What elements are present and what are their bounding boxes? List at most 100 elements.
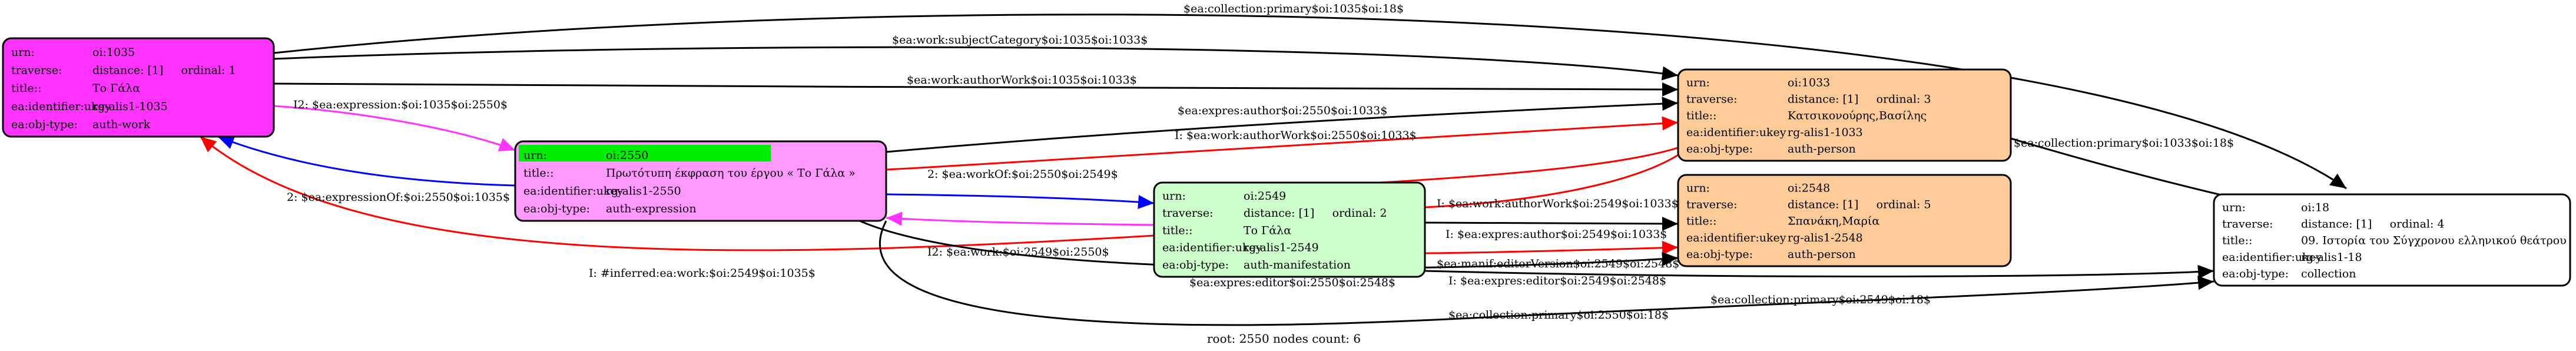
node-field-value: distance: [1] ordinal: 3 xyxy=(1788,93,1931,106)
node-field-value: distance: [1] ordinal: 4 xyxy=(2301,218,2445,231)
edge-2549-1035-inferred xyxy=(200,135,1155,251)
edge-label: $ea:work:subjectCategory$oi:1035$oi:1033… xyxy=(892,34,1148,47)
node-box xyxy=(1677,68,2012,162)
node-field-key: urn: xyxy=(11,46,35,59)
edge-label: I2: $ea:expression:$oi:1035$oi:2550$ xyxy=(293,98,508,111)
node-field-value: collection xyxy=(2301,267,2356,280)
node-field-value: oi:1033 xyxy=(1788,76,1830,89)
edge-label: $ea:expres:editor$oi:2550$oi:2548$ xyxy=(1189,276,1395,289)
node-field-value: Κατσικονούρης,Βασίλης xyxy=(1788,110,1927,122)
edge-label: $ea:expres:author$oi:2550$oi:1033$ xyxy=(1178,104,1387,117)
node-field-key: title:: xyxy=(11,82,41,95)
edge-label: $ea:collection:primary$oi:1033$oi:18$ xyxy=(2014,137,2234,150)
node-field-key: urn: xyxy=(523,149,547,162)
node-field-value: auth-manifestation xyxy=(1244,259,1351,271)
node-1033[interactable]: urn: oi:1033 traverse: distance: [1] ordina… xyxy=(1677,68,2012,162)
root-highlight xyxy=(519,145,771,162)
node-box xyxy=(1153,181,1426,278)
node-field-value: rg-alis1-2548 xyxy=(1788,231,1863,244)
edge-label: I: $ea:work:authorWork$oi:2550$oi:1033$ xyxy=(1175,129,1417,142)
edge-label: 2: $ea:workOf:$oi:2550$oi:2549$ xyxy=(927,168,1118,181)
node-field-value: rg-alis1-2549 xyxy=(1244,241,1319,254)
node-field-value: rg-alis1-18 xyxy=(2301,251,2362,264)
edge-label: 2: $ea:expressionOf:$oi:2550$oi:1035$ xyxy=(287,191,510,204)
node-box xyxy=(2213,193,2571,287)
node-field-key: urn: xyxy=(1686,181,1710,194)
node-field-key: ea:obj-type: xyxy=(2222,267,2289,280)
node-field-key: traverse: xyxy=(1162,207,1214,220)
node-field-key: urn: xyxy=(2222,201,2246,214)
edge-label: I: $ea:expres:author$oi:2549$oi:1033$ xyxy=(1446,228,1667,241)
edge-2550-1033-authorwork xyxy=(886,116,1679,171)
node-field-value: Πρωτότυπη έκφραση του έργου « Το Γάλα » xyxy=(606,167,856,180)
edge-label: $ea:collection:primary$oi:2549$oi:18$ xyxy=(1710,293,1931,306)
edge-1035-1033-author xyxy=(273,82,1679,97)
node-field-value: distance: [1] ordinal: 1 xyxy=(92,64,236,77)
node-field-value: 09. Ιστορία του Σύγχρονου ελληνικού θεάτ… xyxy=(2301,234,2567,247)
edge-label: $ea:manif:editorVersion$oi:2549$oi:2548$ xyxy=(1437,257,1679,270)
node-field-key: title:: xyxy=(1686,215,1716,228)
node-field-value: oi:18 xyxy=(2301,201,2329,214)
edge-label: $ea:collection:primary$oi:2550$oi:18$ xyxy=(1448,309,1669,322)
node-field-value: Σπανάκη,Μαρία xyxy=(1788,215,1879,228)
node-2549[interactable]: urn: oi:2549 traverse: distance: [1] ordina… xyxy=(1153,181,1426,278)
edge-2550-1033-author xyxy=(886,97,1679,153)
edge-label: I: $ea:work:authorWork$oi:2549$oi:1033$ xyxy=(1437,197,1679,210)
edge-label: $ea:collection:primary$oi:1035$oi:18$ xyxy=(1183,2,1404,15)
edge-2549-2548-expreseditor xyxy=(1424,240,1679,255)
edge-1035-2550-expression xyxy=(273,105,516,151)
node-field-key: traverse: xyxy=(2222,218,2273,231)
node-field-value: auth-work xyxy=(92,118,151,131)
node-field-key: ea:identifier:ukey xyxy=(11,100,111,113)
graph-caption: root: 2550 nodes count: 6 xyxy=(1207,332,1361,346)
node-field-key: ea:obj-type: xyxy=(1162,259,1229,271)
node-field-key: urn: xyxy=(1686,76,1710,89)
node-field-key: urn: xyxy=(1162,190,1186,203)
edge-1035-18 xyxy=(273,14,2347,190)
node-field-key: ea:identifier:ukey xyxy=(523,184,624,197)
node-field-value: Το Γάλα xyxy=(92,82,140,95)
node-field-value: auth-expression xyxy=(606,203,697,216)
edge-2549-1033-authorwork xyxy=(1295,140,1696,188)
node-field-key: title:: xyxy=(523,167,553,180)
edge-2549-18-collection xyxy=(1424,264,2214,279)
node-field-key: ea:identifier:ukey xyxy=(1162,241,1262,254)
node-field-key: ea:identifier:ukey xyxy=(1686,126,1786,139)
node-field-value: rg-alis1-1035 xyxy=(92,100,168,113)
edge-label: $ea:work:authorWork$oi:1035$oi:1033$ xyxy=(907,74,1137,87)
node-2548[interactable]: urn: oi:2548 traverse: distance: [1] ordina… xyxy=(1677,174,2012,267)
node-field-key: ea:obj-type: xyxy=(1686,248,1753,261)
node-field-key: ea:identifier:ukey xyxy=(2222,251,2322,264)
edge-2549-2548-editorVersion xyxy=(1424,216,1679,231)
edge-2550-18-collection xyxy=(879,220,2214,326)
node-box xyxy=(2,37,275,138)
edge-label: I: #inferred:ea:work:$oi:2549$oi:1035$ xyxy=(589,267,815,280)
node-field-value: auth-person xyxy=(1788,143,1856,155)
node-field-value: rg-alis1-2550 xyxy=(606,184,681,197)
node-field-value: oi:2548 xyxy=(1788,181,1830,194)
node-field-key: ea:identifier:ukey xyxy=(1686,231,1786,244)
edge-label: I: $ea:expres:editor$oi:2549$oi:2548$ xyxy=(1448,274,1666,287)
node-field-key: traverse: xyxy=(11,64,62,77)
node-field-value: oi:2549 xyxy=(1244,190,1286,203)
node-field-key: ea:obj-type: xyxy=(1686,143,1753,155)
node-field-value: rg-alis1-1033 xyxy=(1788,126,1863,139)
node-18[interactable]: urn: oi:18 traverse: distance: [1] ordinal:… xyxy=(2213,193,2571,287)
node-field-value: distance: [1] ordinal: 5 xyxy=(1788,198,1931,211)
node-field-key: ea:obj-type: xyxy=(523,203,590,216)
edge-1035-1033-subject xyxy=(273,46,1679,81)
edge-2549-2550-work xyxy=(886,211,1155,226)
node-box xyxy=(1677,174,2012,267)
node-field-value: auth-person xyxy=(1788,248,1856,261)
node-field-key: ea:obj-type: xyxy=(11,118,78,131)
edge-label: I2: $ea:work:$oi:2549$oi:2550$ xyxy=(927,246,1109,259)
node-field-key: title:: xyxy=(1162,224,1192,237)
node-field-key: traverse: xyxy=(1686,93,1738,106)
edge-labels-layer: $ea:collection:primary$oi:1035$oi:18$ $e… xyxy=(287,2,2234,322)
node-field-value: oi:2550 xyxy=(606,149,648,162)
node-field-value: distance: [1] ordinal: 2 xyxy=(1244,207,1387,220)
node-field-key: traverse: xyxy=(1686,198,1738,211)
